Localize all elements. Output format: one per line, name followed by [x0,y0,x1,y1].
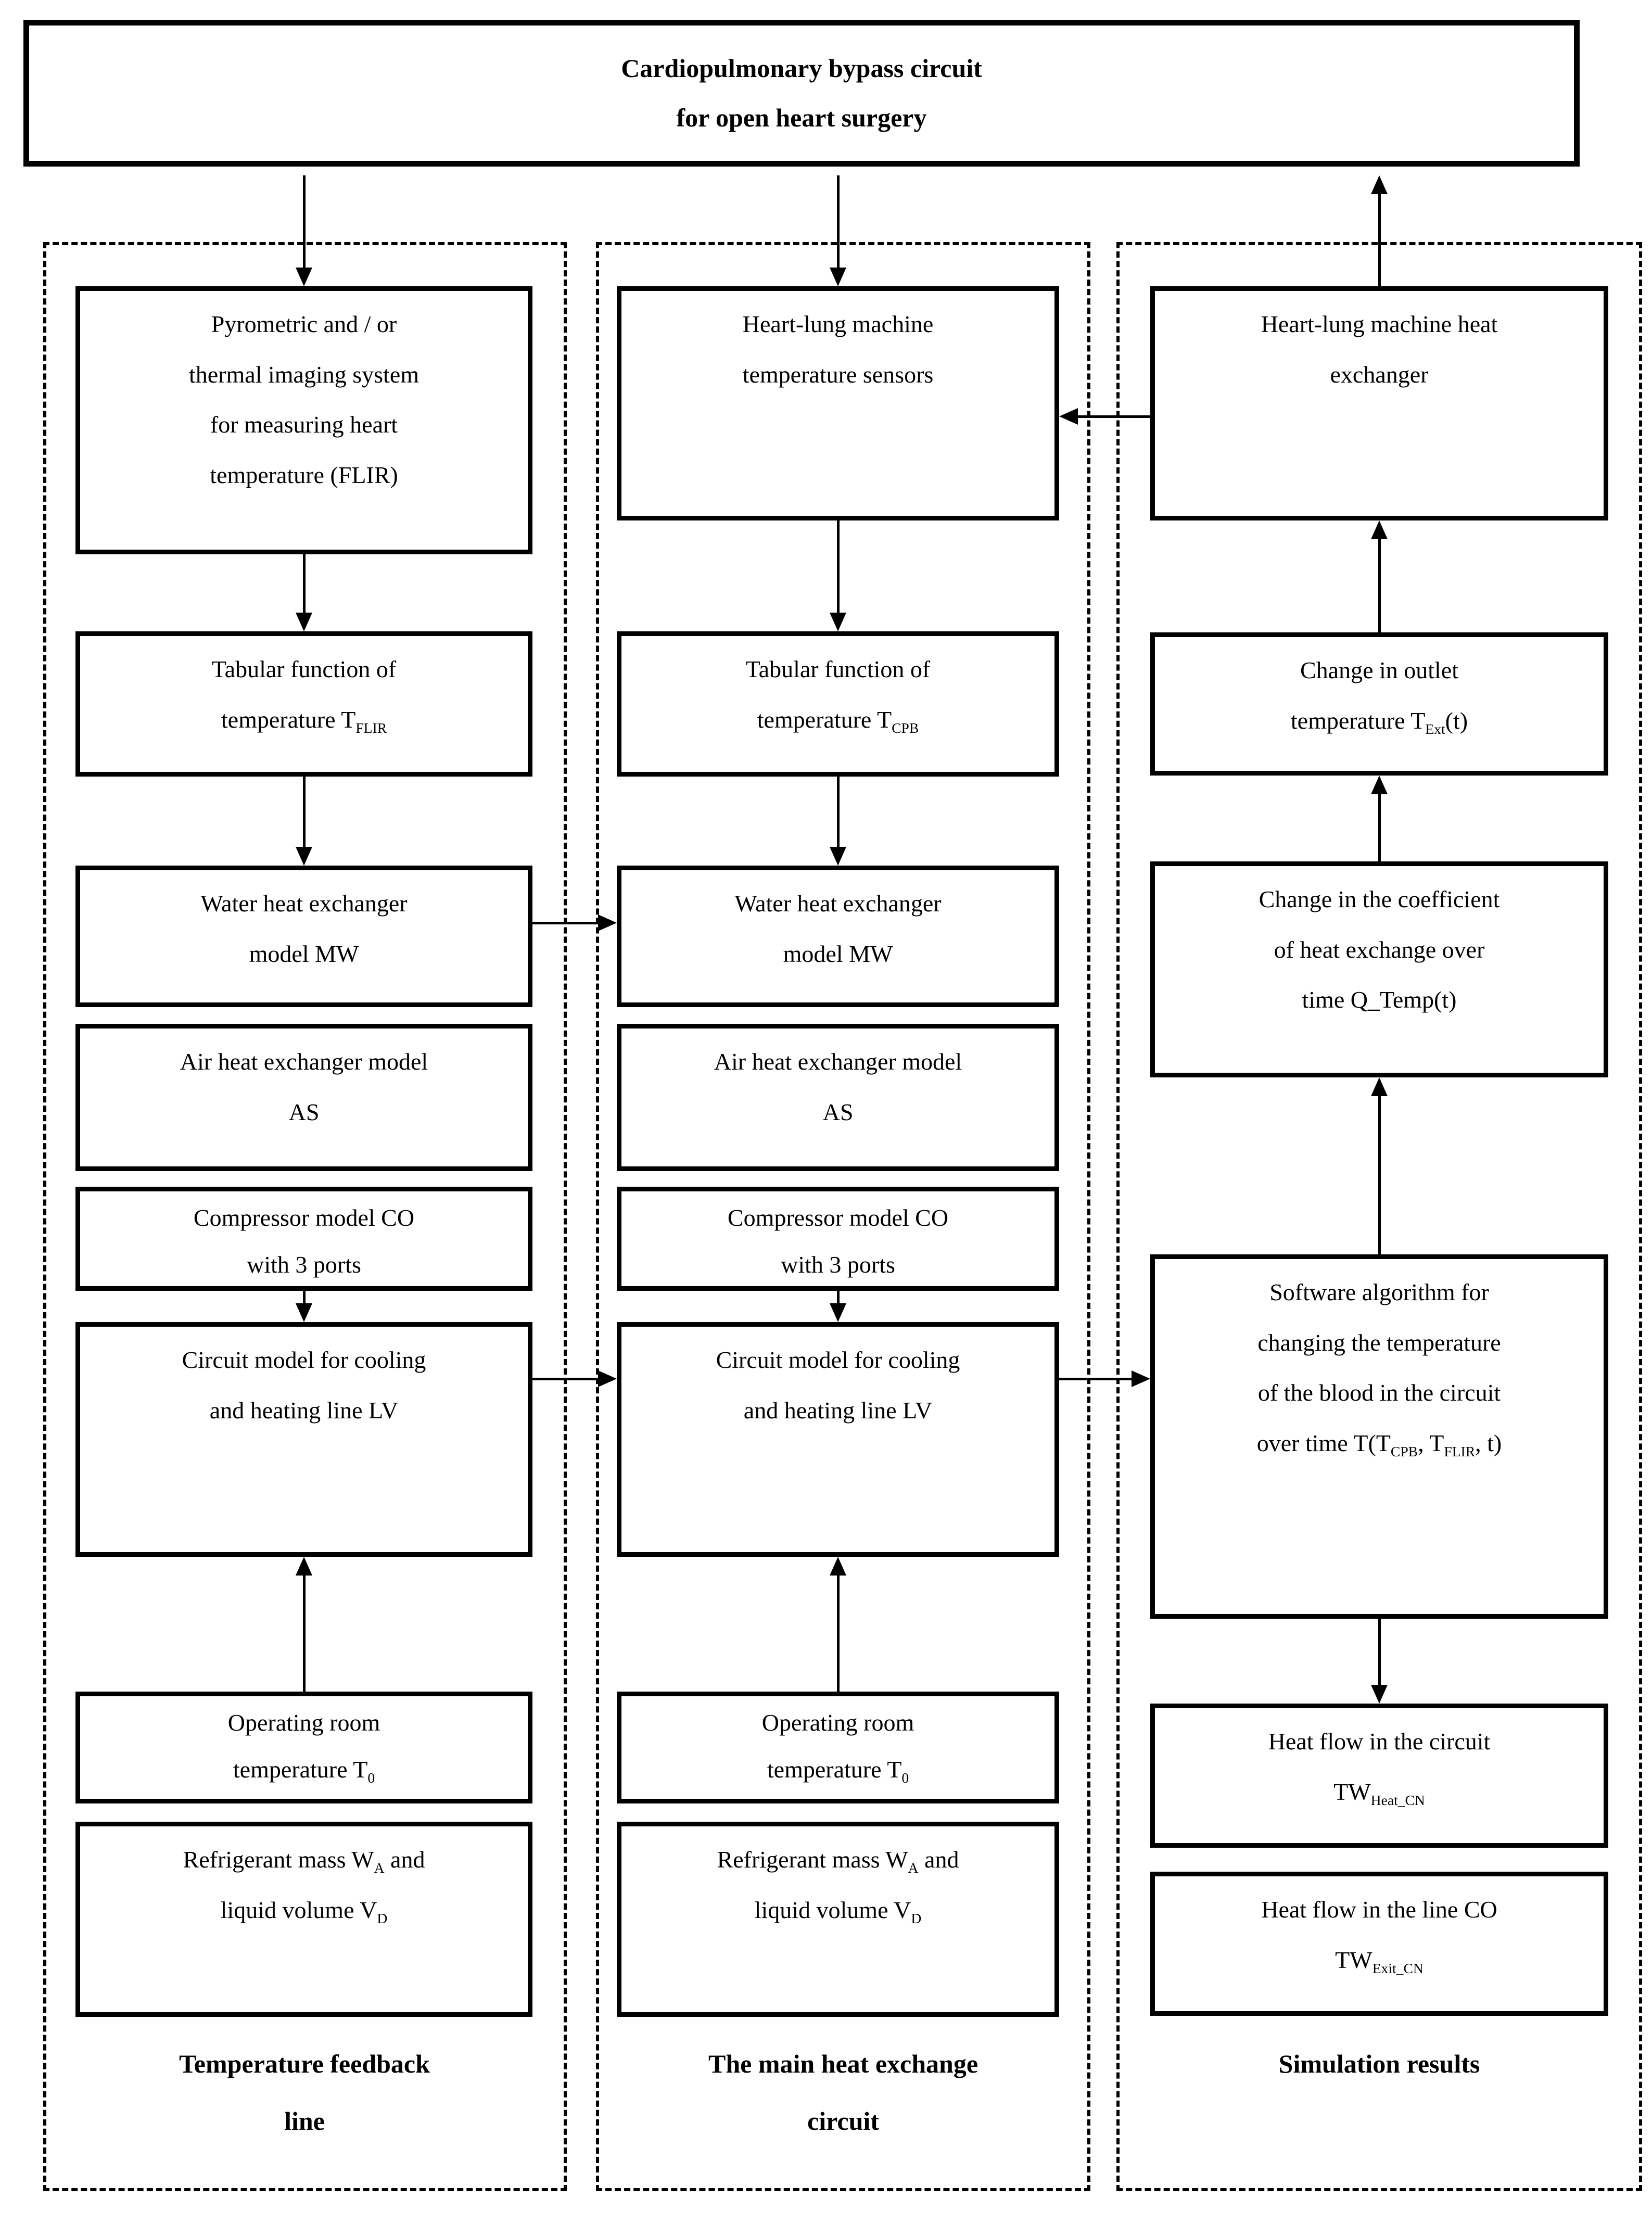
arrow-room-to-circuit-main-head [830,1557,846,1576]
compressor-main-box: Compressor model CO with 3 ports [617,1187,1059,1291]
pyrometric-system-box: Pyrometric and / or thermal imaging syst… [75,286,532,554]
arrow-tabular-to-water-left-shaft [302,777,306,847]
heat-flow-line-box: Heat flow in the line CO TWExit_CN [1150,1872,1608,2016]
arrow-top-to-sensors-shaft [836,175,840,268]
refrigerant-left-box: Refrigerant mass WA and liquid volume VD [75,1822,532,2017]
arrow-room-to-circuit-left-shaft [302,1576,306,1692]
arrow-coefficient-to-outlet-head [1371,776,1388,794]
arrow-coefficient-to-outlet-shaft [1378,794,1381,861]
title-box: Cardiopulmonary bypass circuit for open … [23,20,1580,167]
arrow-circuit-left-to-circuit-main-head [598,1370,617,1387]
label-simulation-results: Simulation results [1278,2049,1480,2078]
arrow-tabular-to-water-main-shaft [836,777,840,847]
arrow-exchanger-to-top-shaft [1378,194,1381,286]
tabular-tflir-box: Tabular function of temperature TFLIR [75,631,532,777]
arrow-top-to-sensors-head [830,268,846,286]
arrow-top-to-flir-head [296,268,312,286]
arrow-top-to-flir-shaft [302,175,306,268]
software-algorithm-box: Software algorithm for changing the temp… [1150,1254,1608,1619]
air-exchanger-left-box: Air heat exchanger model AS [75,1024,532,1171]
arrow-outlet-to-exchanger-shaft [1378,539,1381,632]
arrow-tabular-to-water-main-head [830,847,846,866]
circuit-model-left-box: Circuit model for cooling and heating li… [75,1322,532,1557]
arrow-software-to-coefficient-shaft [1378,1096,1381,1254]
arrow-water-left-to-water-main-head [598,914,617,931]
water-exchanger-left-box: Water heat exchanger model MW [75,866,532,1007]
arrow-sensors-to-tabular-head [830,613,846,631]
room-temp-main-box: Operating room temperature T0 [617,1692,1059,1803]
coefficient-change-box: Change in the coefficient of heat exchan… [1150,861,1608,1077]
arrow-compressor-to-circuit-left-head [296,1303,312,1322]
arrow-compressor-to-circuit-main-head [830,1303,846,1322]
arrow-software-to-heatflow-head [1371,1685,1388,1704]
arrow-compressor-to-circuit-main-shaft [836,1291,840,1303]
arrow-flir-to-tabular-head [296,613,312,631]
label-temperature-feedback-line: Temperature feedback line [179,2049,430,2136]
label-main-heat-exchange-circuit: The main heat exchange circuit [708,2049,979,2136]
arrow-exchanger-to-sensors-shaft [1078,415,1150,418]
arrow-exchanger-to-sensors-head [1059,408,1078,425]
arrow-software-to-coefficient-head [1371,1077,1388,1096]
refrigerant-main-box: Refrigerant mass WA and liquid volume VD [617,1822,1059,2017]
arrow-compressor-to-circuit-left-shaft [302,1291,306,1303]
arrow-water-left-to-water-main-shaft [532,921,598,924]
outlet-temp-box: Change in outlet temperature TExt(t) [1150,632,1608,776]
arrow-outlet-to-exchanger-head [1371,520,1388,539]
arrow-flir-to-tabular-shaft [302,554,306,613]
water-exchanger-main-box: Water heat exchanger model MW [617,866,1059,1007]
arrow-exchanger-to-top-head [1371,175,1388,194]
arrow-circuit-main-to-software-shaft [1059,1377,1132,1380]
arrow-circuit-main-to-software-head [1132,1370,1150,1387]
heat-flow-circuit-box: Heat flow in the circuit TWHeat_CN [1150,1704,1608,1848]
hlm-sensors-box: Heart-lung machine temperature sensors [617,286,1059,520]
column-region-main-heat-exchange [596,242,1090,2191]
room-temp-left-box: Operating room temperature T0 [75,1692,532,1803]
air-exchanger-main-box: Air heat exchanger model AS [617,1024,1059,1171]
tabular-tcpb-box: Tabular function of temperature TCPB [617,631,1059,777]
arrow-circuit-left-to-circuit-main-shaft [532,1377,598,1380]
arrow-software-to-heatflow-shaft [1378,1619,1381,1685]
arrow-sensors-to-tabular-shaft [836,520,840,613]
arrow-tabular-to-water-left-head [296,847,312,866]
compressor-left-box: Compressor model CO with 3 ports [75,1187,532,1291]
arrow-room-to-circuit-left-head [296,1557,312,1576]
circuit-model-main-box: Circuit model for cooling and heating li… [617,1322,1059,1557]
arrow-room-to-circuit-main-shaft [836,1576,840,1692]
hlm-heat-exchanger-box: Heart-lung machine heat exchanger [1150,286,1608,520]
